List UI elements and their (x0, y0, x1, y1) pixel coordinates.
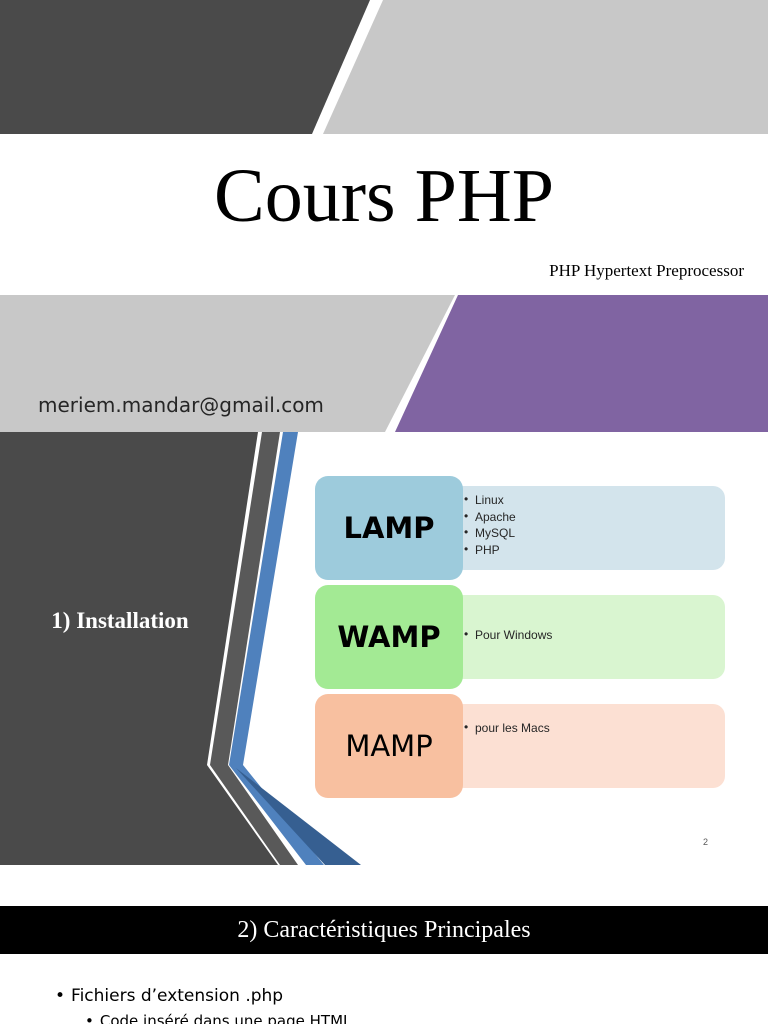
mamp-box: MAMP (315, 694, 463, 798)
installation-slide-background (0, 432, 361, 865)
title-slide-background (0, 0, 768, 432)
features-slide: 2) Caractéristiques Principales •Fichier… (0, 906, 768, 1024)
slide-number: 2 (703, 837, 709, 847)
gray-stripe (210, 432, 298, 865)
wamp-platform-list: Pour Windows (462, 626, 552, 644)
section-title-installation: 1) Installation (51, 608, 189, 633)
lamp-component-list: Linux Apache MySQL PHP (462, 491, 516, 559)
mamp-platform-list: pour les Macs (462, 719, 550, 737)
title-slide: Cours PHP PHP Hypertext Preprocessor mer… (0, 0, 768, 432)
bullet-text: Fichiers d’extension .php (71, 986, 284, 1006)
bullet-dot-icon: • (85, 1012, 94, 1024)
mamp-detail-box (452, 704, 725, 788)
page-title: Cours PHP (214, 154, 554, 238)
lamp-box: LAMP (315, 476, 463, 580)
subtitle: PHP Hypertext Preprocessor (549, 261, 744, 280)
section-title-features: 2) Caractéristiques Principales (237, 916, 531, 943)
section-title-bar: 2) Caractéristiques Principales (0, 906, 768, 954)
wamp-row: Pour Windows WAMP (0, 585, 768, 689)
dark-gray-banner (0, 0, 370, 134)
list-item: Pour Windows (462, 626, 552, 644)
light-gray-banner (323, 0, 768, 134)
blue-stripe (229, 432, 324, 865)
sub-bullet-item: • Code inséré dans une page HTML (85, 1010, 351, 1024)
mamp-row: pour les Macs MAMP (0, 694, 768, 798)
list-item: Linux (462, 491, 516, 509)
list-item: MySQL (462, 524, 516, 542)
list-item: pour les Macs (462, 719, 550, 737)
wamp-box: WAMP (315, 585, 463, 689)
list-item: Apache (462, 508, 516, 526)
list-item: PHP (462, 541, 516, 559)
dark-side-panel (0, 432, 278, 865)
lamp-row: Linux Apache MySQL PHP LAMP (0, 476, 768, 580)
purple-footer (395, 295, 768, 432)
light-gray-footer (0, 295, 455, 432)
installation-slide: 1) Installation Linux Apache MySQL PHP L… (0, 432, 768, 865)
dark-blue-corner (236, 768, 361, 865)
sub-bullet-text: Code inséré dans une page HTML (99, 1012, 352, 1024)
bullet-item: •Fichiers d’extension .php (55, 984, 283, 1008)
author-email: meriem.mandar@gmail.com (38, 393, 324, 417)
bullet-dot-icon: • (55, 986, 66, 1006)
